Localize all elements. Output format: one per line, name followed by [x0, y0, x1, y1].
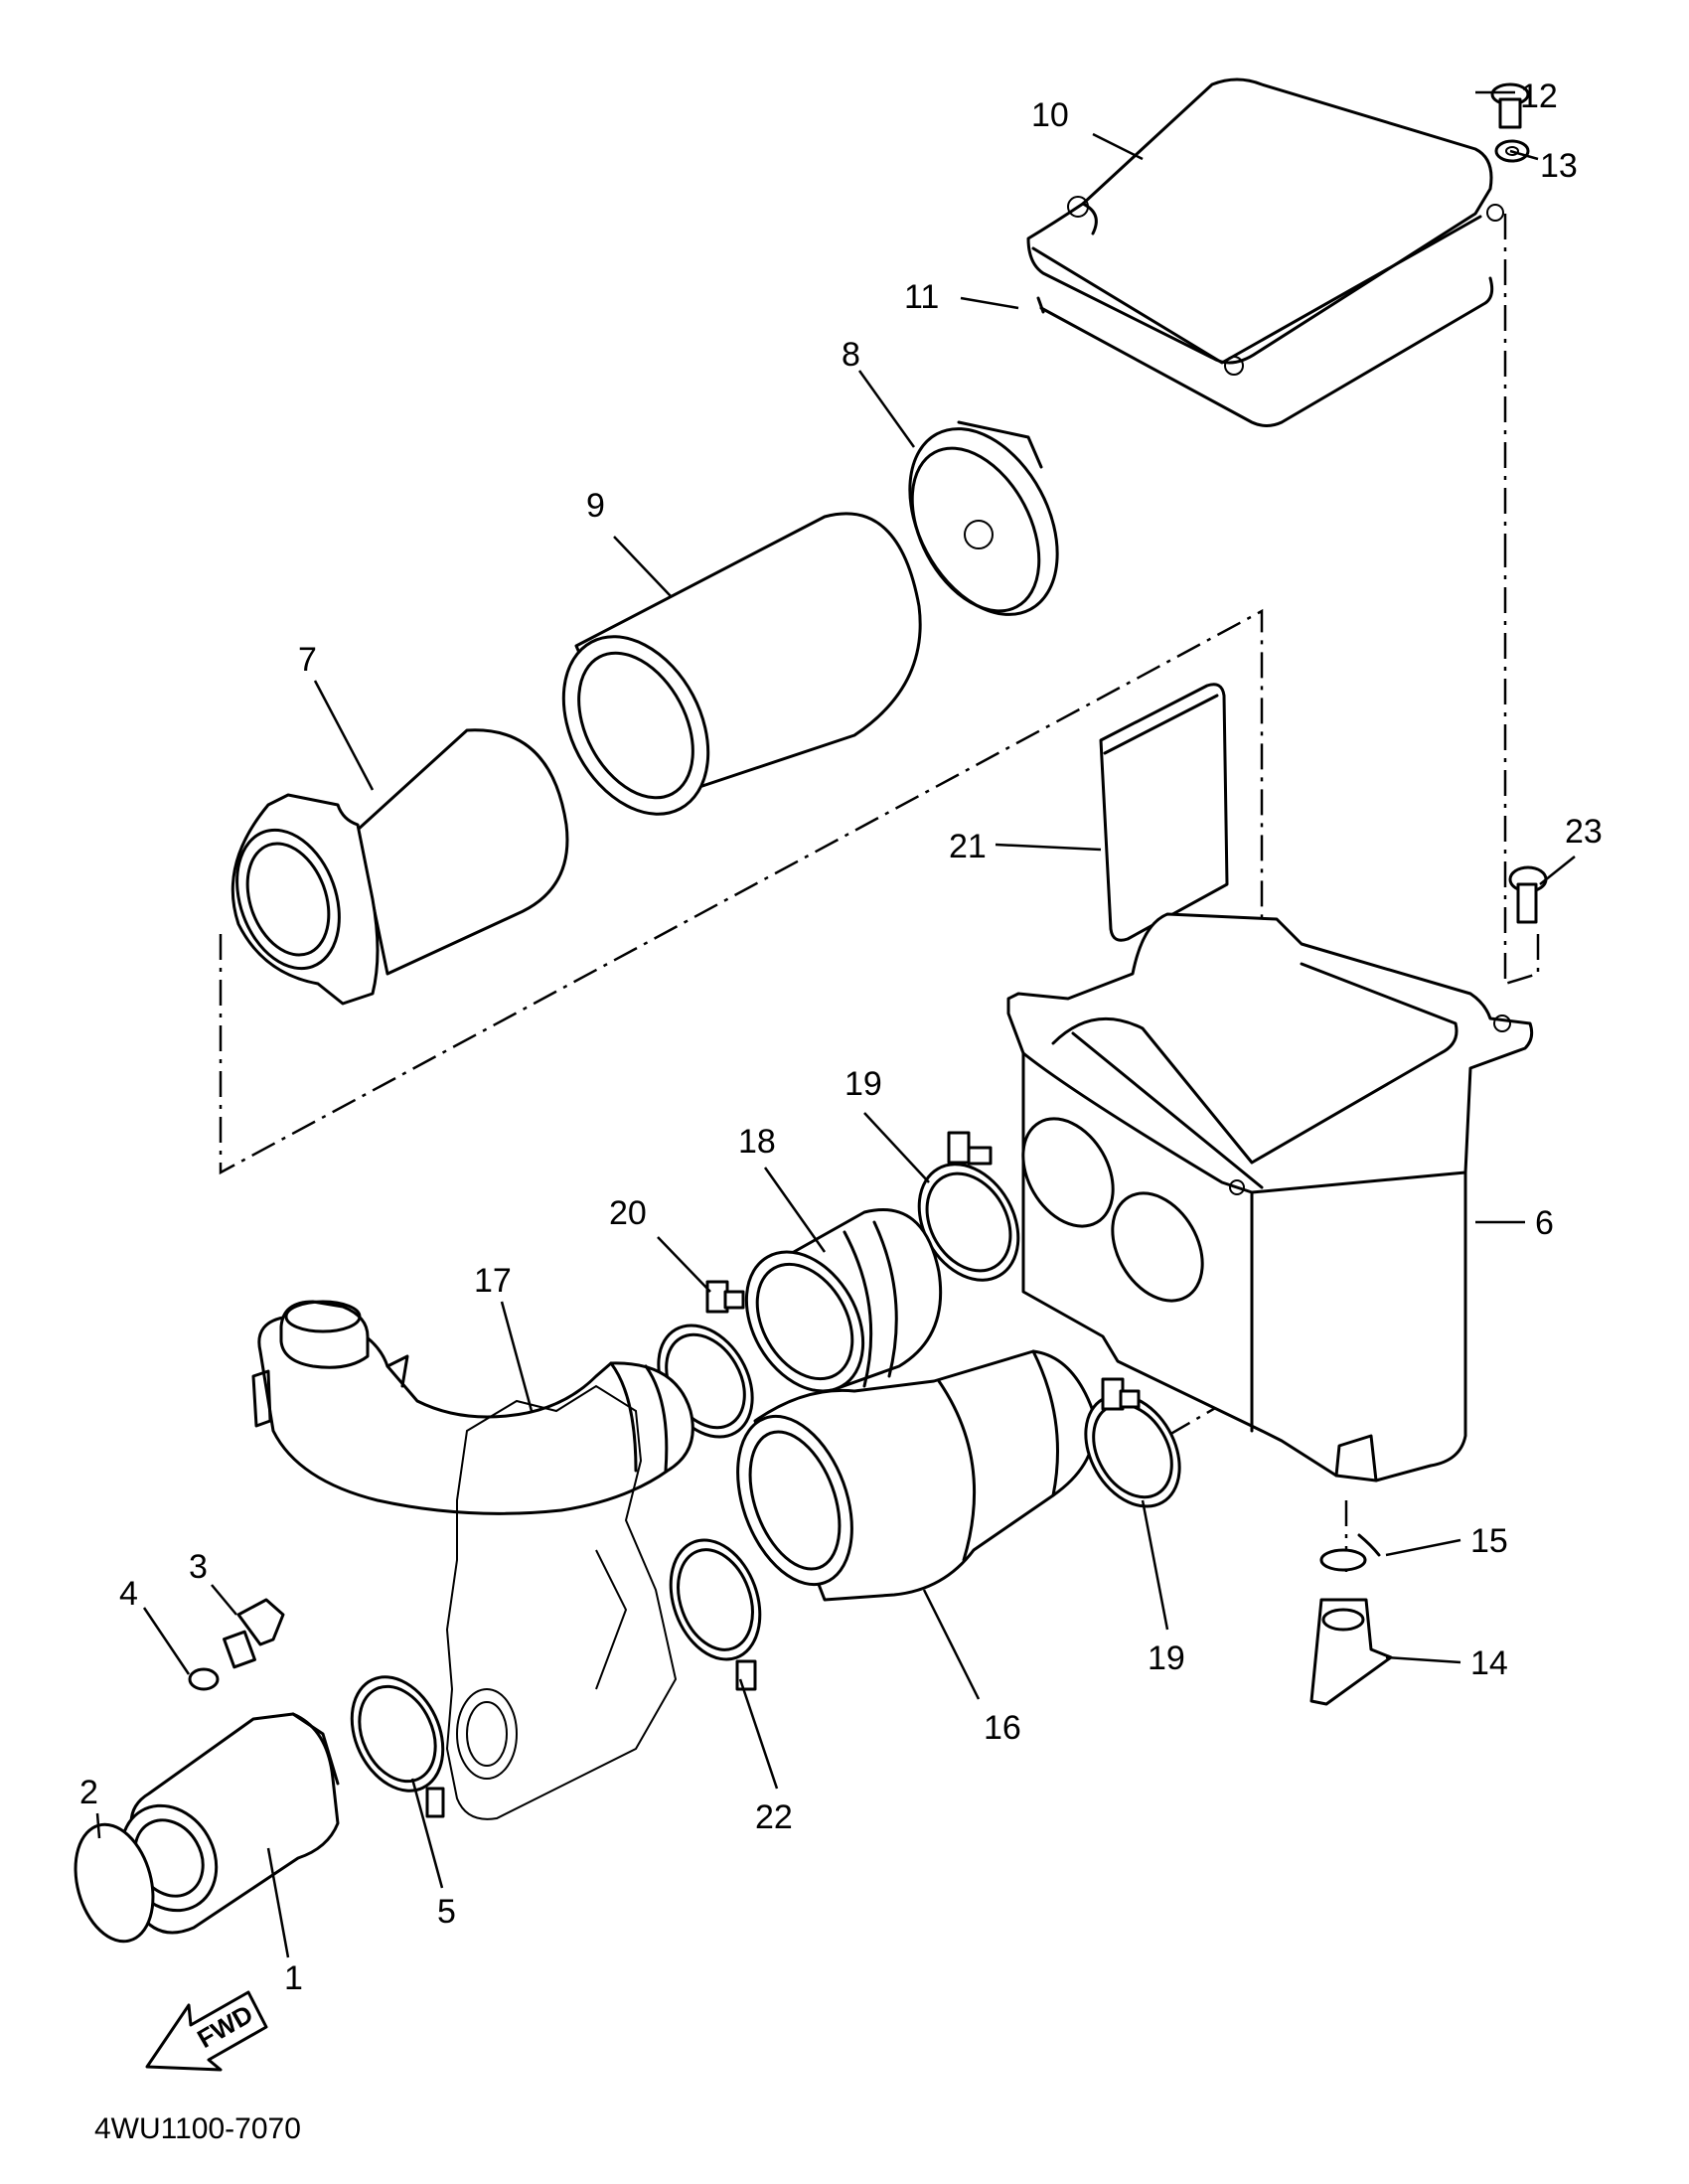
leader-lines	[95, 90, 1576, 1958]
part-3-bolt	[223, 1598, 285, 1669]
part-15-clip	[1319, 1533, 1381, 1572]
part-6-airbox-case	[1006, 912, 1534, 1482]
callout-7: 7	[298, 641, 317, 679]
part-7-inner-element	[230, 728, 569, 1006]
callout-20: 20	[609, 1194, 647, 1232]
callout-9: 9	[586, 487, 605, 525]
callout-14: 14	[1470, 1644, 1508, 1682]
callout-18: 18	[738, 1123, 776, 1161]
part-22-band	[669, 1538, 762, 1691]
part-11-cover-seal	[1036, 276, 1494, 427]
callout-19-lower: 19	[1148, 1639, 1185, 1677]
part-9-filter-element	[561, 512, 922, 816]
callout-23: 23	[1565, 813, 1603, 851]
callout-10: 10	[1031, 96, 1069, 134]
part-14-drain-cap	[1309, 1598, 1393, 1706]
part-12-screw	[1490, 82, 1530, 129]
part-17-intake-duct	[251, 1300, 694, 1515]
callout-12: 12	[1520, 78, 1558, 115]
part-16-duct	[736, 1349, 1097, 1602]
part-21-sheet	[1099, 683, 1229, 942]
callout-1: 1	[284, 1959, 303, 1997]
part-5-band	[350, 1675, 445, 1818]
part-8-end-cap	[908, 420, 1059, 616]
callout-8: 8	[842, 336, 860, 374]
drawing-code: 4WU1100-7070	[94, 2112, 301, 2145]
callout-3: 3	[189, 1548, 208, 1586]
callout-22: 22	[755, 1798, 793, 1836]
part-19-lower-band	[1084, 1377, 1181, 1508]
callout-15: 15	[1470, 1522, 1508, 1560]
callout-21: 21	[949, 828, 987, 865]
callout-17: 17	[474, 1262, 512, 1300]
callout-19-upper: 19	[844, 1065, 882, 1103]
callout-6: 6	[1535, 1204, 1554, 1242]
part-4-washer	[188, 1667, 220, 1691]
engine-block-reference	[445, 1384, 678, 1820]
part-23-bolt	[1508, 865, 1548, 924]
callout-11: 11	[904, 278, 939, 316]
callout-5: 5	[437, 1893, 456, 1931]
part-18-joint	[744, 1208, 943, 1393]
callout-13: 13	[1540, 147, 1578, 185]
forward-arrow-icon: FWD	[145, 1990, 268, 2072]
part-10-airbox-cover	[1026, 78, 1504, 376]
callout-4: 4	[119, 1575, 138, 1613]
callout-16: 16	[984, 1709, 1021, 1747]
callout-2: 2	[79, 1774, 98, 1811]
callout-labels: 10 12 13 11 8 9 7 21 23 6 19 18 20 17 15…	[79, 78, 1603, 1997]
